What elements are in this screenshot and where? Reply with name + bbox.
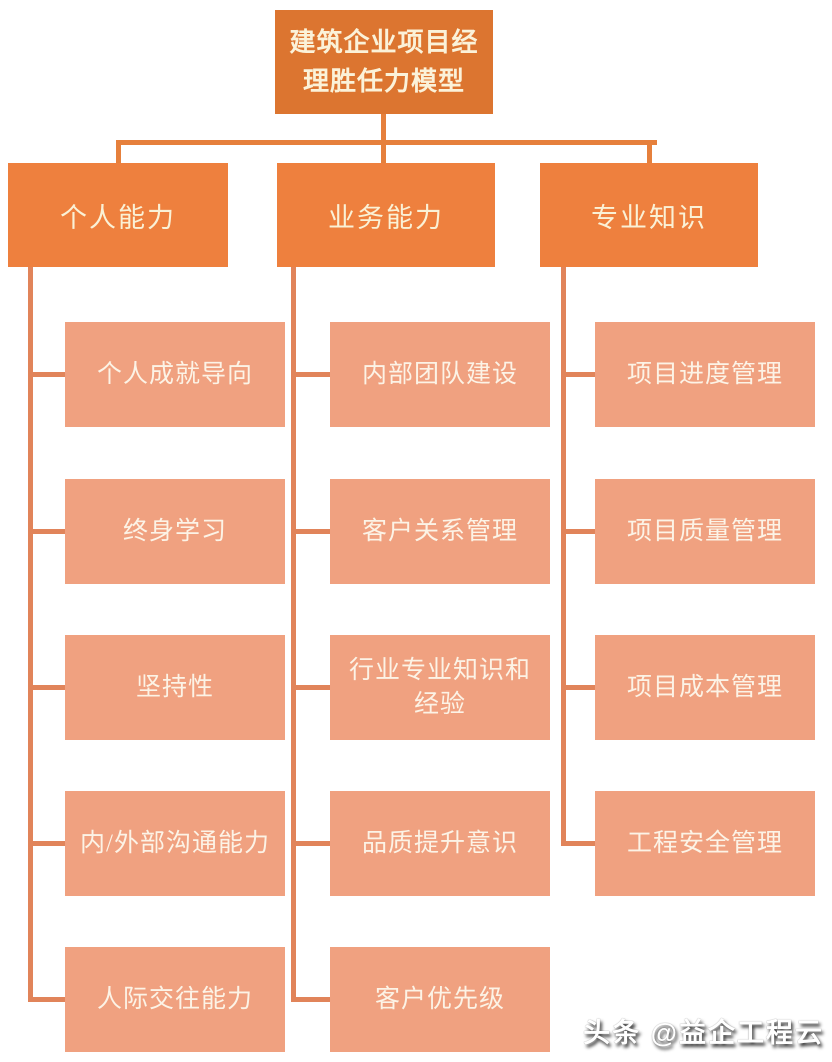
leaf-node-personal-achievement: 个人成就导向: [65, 322, 285, 427]
connector-col2-stub-4: [291, 841, 330, 846]
connector-col1-stub-1: [28, 372, 65, 377]
connector-col3-spine: [561, 267, 566, 846]
connector-col1-stub-5: [28, 997, 65, 1002]
leaf-node-quality-management: 项目质量管理: [595, 479, 815, 584]
connector-col3-stub-2: [561, 529, 595, 534]
connector-col1-stub-4: [28, 841, 65, 846]
leaf-node-team-building: 内部团队建设: [330, 322, 550, 427]
connector-col2-stub-2: [291, 529, 330, 534]
leaf-node-safety-management: 工程安全管理: [595, 791, 815, 896]
branch-node-personal: 个人能力: [8, 163, 228, 267]
branch-node-knowledge: 专业知识: [540, 163, 758, 267]
connector-drop-business: [381, 140, 386, 167]
leaf-node-lifelong-learning: 终身学习: [65, 479, 285, 584]
connector-drop-personal: [116, 140, 121, 167]
branch-node-business: 业务能力: [277, 163, 495, 267]
leaf-node-customer-relations: 客户关系管理: [330, 479, 550, 584]
leaf-node-customer-priority: 客户优先级: [330, 947, 550, 1052]
leaf-node-industry-knowledge: 行业专业知识和经验: [330, 635, 550, 740]
root-node: 建筑企业项目经理胜任力模型: [275, 10, 493, 114]
leaf-node-quality-awareness: 品质提升意识: [330, 791, 550, 896]
connector-col1-stub-2: [28, 529, 65, 534]
connector-col2-stub-3: [291, 685, 330, 690]
connector-col2-spine: [291, 267, 296, 1002]
connector-top-rail: [116, 140, 657, 145]
connector-col1-stub-3: [28, 685, 65, 690]
connector-col3-stub-4: [561, 841, 595, 846]
connector-col2-stub-1: [291, 372, 330, 377]
connector-col1-spine: [28, 267, 33, 1002]
connector-drop-knowledge: [647, 140, 652, 167]
connector-col3-stub-3: [561, 685, 595, 690]
leaf-node-schedule-management: 项目进度管理: [595, 322, 815, 427]
leaf-node-persistence: 坚持性: [65, 635, 285, 740]
connector-col2-stub-5: [291, 997, 330, 1002]
connector-col3-stub-1: [561, 372, 595, 377]
watermark: 头条 @益企工程云: [583, 1018, 824, 1048]
leaf-node-cost-management: 项目成本管理: [595, 635, 815, 740]
leaf-node-interpersonal: 人际交往能力: [65, 947, 285, 1052]
leaf-node-communication: 内/外部沟通能力: [65, 791, 285, 896]
connector-root-stem: [381, 114, 386, 141]
